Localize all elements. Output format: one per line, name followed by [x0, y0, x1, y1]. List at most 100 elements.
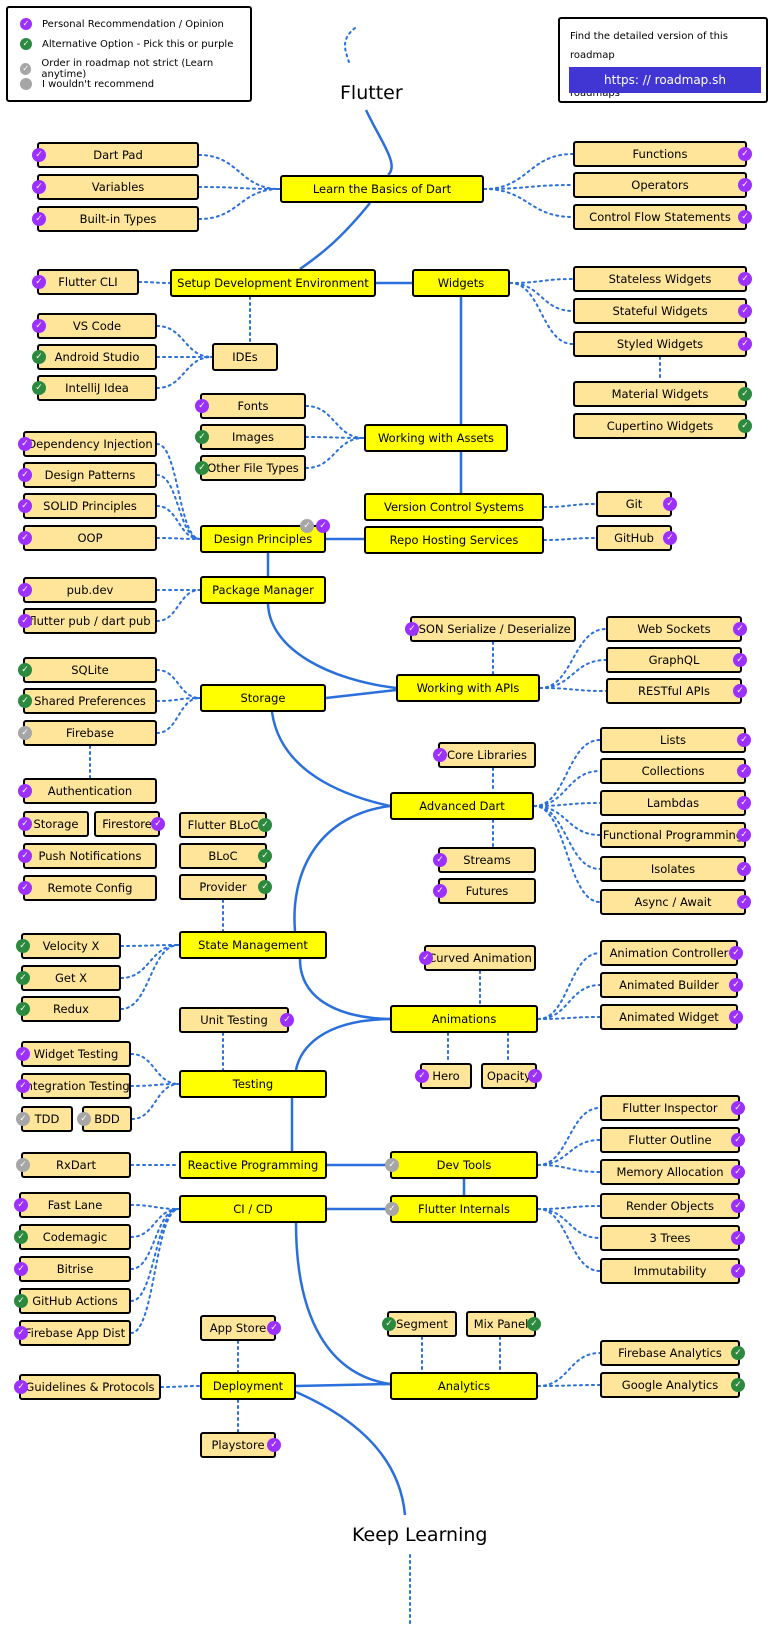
node-dart-basics[interactable]: Learn the Basics of Dart [280, 175, 484, 203]
node-mixpanel[interactable]: Mix Panel✓ [466, 1311, 541, 1337]
node-analytics[interactable]: Analytics [390, 1372, 538, 1400]
node-reactive[interactable]: Reactive Programming [179, 1151, 327, 1179]
node-widget-testing[interactable]: Widget Testing✓ [16, 1041, 131, 1067]
node-fastlane[interactable]: Fast Lane✓ [14, 1192, 131, 1218]
node-other-files[interactable]: Other File Types✓ [195, 455, 306, 481]
node-flutter-pub[interactable]: flutter pub / dart pub✓ [18, 608, 157, 634]
node-flutter-bloc[interactable]: Flutter BLoC✓ [179, 812, 272, 838]
node-bloc[interactable]: BLoC✓ [179, 843, 272, 869]
node-async[interactable]: Async / Await✓ [600, 889, 751, 915]
node-immutability[interactable]: Immutability✓ [600, 1258, 745, 1284]
node-graphql[interactable]: GraphQL✓ [606, 647, 747, 673]
node-fb-storage[interactable]: Storage✓ [18, 811, 89, 837]
node-anim-widget[interactable]: Animated Widget✓ [600, 1004, 743, 1030]
node-integration-testing[interactable]: Integration Testing✓ [16, 1073, 131, 1099]
node-futures[interactable]: Futures✓ [433, 878, 536, 904]
node-redux[interactable]: Redux✓ [16, 996, 121, 1022]
node-design-patterns[interactable]: Design Patterns✓ [18, 462, 157, 488]
node-variables[interactable]: Variables✓ [32, 174, 199, 200]
node-anim-builder[interactable]: Animated Builder✓ [600, 972, 743, 998]
node-github-actions[interactable]: GitHub Actions✓ [14, 1288, 131, 1314]
node-stateless[interactable]: Stateless Widgets✓ [573, 266, 752, 292]
node-material[interactable]: Material Widgets✓ [573, 381, 752, 407]
node-anim-controller[interactable]: Animation Controller✓ [600, 940, 743, 966]
node-tdd[interactable]: TDD✓ [16, 1106, 73, 1132]
node-widgets[interactable]: Widgets [412, 269, 510, 297]
node-lists[interactable]: Lists✓ [600, 727, 751, 753]
node-rxdart[interactable]: RxDart✓ [16, 1152, 131, 1178]
node-control-flow[interactable]: Control Flow Statements✓ [573, 204, 752, 230]
node-setup-env[interactable]: Setup Development Environment [170, 269, 376, 297]
node-state-mgmt[interactable]: State Management [179, 931, 327, 959]
node-oop[interactable]: OOP✓ [18, 525, 157, 551]
node-app-store[interactable]: App Store✓ [200, 1315, 281, 1341]
node-dartpad[interactable]: Dart Pad✓ [32, 142, 199, 168]
node-curved[interactable]: Curved Animation✓ [419, 945, 536, 971]
node-unit-testing[interactable]: Unit Testing✓ [179, 1007, 294, 1033]
node-bitrise[interactable]: Bitrise✓ [14, 1256, 131, 1282]
node-core-libs[interactable]: Core Libraries✓ [433, 742, 536, 768]
node-vcs[interactable]: Version Control Systems [364, 493, 544, 521]
node-flutter-cli[interactable]: Flutter CLI✓ [32, 269, 139, 295]
node-operators[interactable]: Operators✓ [573, 172, 752, 198]
node-websockets[interactable]: Web Sockets✓ [606, 616, 747, 642]
node-stateful[interactable]: Stateful Widgets✓ [573, 298, 752, 324]
node-restful[interactable]: RESTful APIs✓ [606, 678, 747, 704]
node-shared-prefs[interactable]: Shared Preferences✓ [18, 688, 157, 714]
node-intellij[interactable]: IntelliJ Idea✓ [32, 375, 157, 401]
node-builtin-types[interactable]: Built-in Types✓ [32, 206, 199, 232]
node-fb-analytics[interactable]: Firebase Analytics✓ [600, 1340, 745, 1366]
node-images[interactable]: Images✓ [195, 424, 306, 450]
node-storage[interactable]: Storage [200, 684, 326, 712]
node-vscode[interactable]: VS Code✓ [32, 313, 157, 339]
node-getx[interactable]: Get X✓ [16, 965, 121, 991]
node-functions[interactable]: Functions✓ [573, 141, 752, 167]
node-lambdas[interactable]: Lambdas✓ [600, 790, 751, 816]
node-authentication[interactable]: Authentication✓ [18, 778, 157, 804]
node-ides[interactable]: IDEs [212, 343, 278, 371]
node-internals[interactable]: Flutter Internals✓ [385, 1195, 538, 1223]
node-firestore[interactable]: Firestore✓ [94, 811, 165, 837]
node-streams[interactable]: Streams✓ [433, 847, 536, 873]
node-segment[interactable]: Segment✓ [382, 1311, 457, 1337]
node-cicd[interactable]: CI / CD [179, 1195, 327, 1223]
node-hero[interactable]: Hero✓ [415, 1063, 472, 1089]
node-devtools[interactable]: Dev Tools✓ [385, 1151, 538, 1179]
node-memory[interactable]: Memory Allocation✓ [600, 1159, 745, 1185]
node-git[interactable]: Git✓ [596, 491, 677, 517]
node-push[interactable]: Push Notifications✓ [18, 843, 157, 869]
node-cupertino[interactable]: Cupertino Widgets✓ [573, 413, 752, 439]
node-codemagic[interactable]: Codemagic✓ [14, 1224, 131, 1250]
node-opacity[interactable]: Opacity✓ [481, 1063, 542, 1089]
node-pubdev[interactable]: pub.dev✓ [18, 577, 157, 603]
node-deployment[interactable]: Deployment [200, 1372, 296, 1400]
node-firebase-dist[interactable]: Firebase App Dist✓ [14, 1320, 131, 1346]
node-repo-hosting[interactable]: Repo Hosting Services [364, 526, 544, 554]
node-outline[interactable]: Flutter Outline✓ [600, 1127, 745, 1153]
node-animations[interactable]: Animations [390, 1005, 538, 1033]
node-provider[interactable]: Provider✓ [179, 874, 272, 900]
node-dependency-injection[interactable]: Dependency Injection✓ [18, 431, 157, 457]
node-sqlite[interactable]: SQLite✓ [18, 657, 157, 683]
node-solid[interactable]: SOLID Principles✓ [18, 493, 157, 519]
node-design-principles[interactable]: Design Principles✓✓ [200, 519, 330, 553]
node-testing[interactable]: Testing [179, 1070, 327, 1098]
node-velocityx[interactable]: Velocity X✓ [16, 933, 121, 959]
node-guidelines[interactable]: Guidelines & Protocols✓ [14, 1374, 161, 1400]
node-package-manager[interactable]: Package Manager [200, 576, 326, 604]
node-remote-config[interactable]: Remote Config✓ [18, 875, 157, 901]
node-fonts[interactable]: Fonts✓ [195, 393, 306, 419]
node-inspector[interactable]: Flutter Inspector✓ [600, 1095, 745, 1121]
node-three-trees[interactable]: 3 Trees✓ [600, 1225, 745, 1251]
node-android-studio[interactable]: Android Studio✓ [32, 344, 157, 370]
node-json[interactable]: JSON Serialize / Deserialize✓ [405, 616, 576, 642]
node-google-analytics[interactable]: Google Analytics✓ [600, 1372, 745, 1398]
node-github[interactable]: GitHub✓ [596, 525, 677, 551]
node-collections[interactable]: Collections✓ [600, 758, 751, 784]
node-render-objects[interactable]: Render Objects✓ [600, 1193, 745, 1219]
node-styled[interactable]: Styled Widgets✓ [573, 331, 752, 357]
node-functional[interactable]: Functional Programming✓ [600, 822, 751, 848]
node-assets[interactable]: Working with Assets [364, 424, 508, 452]
node-playstore[interactable]: Playstore✓ [200, 1432, 281, 1458]
node-advanced-dart[interactable]: Advanced Dart [390, 792, 534, 820]
